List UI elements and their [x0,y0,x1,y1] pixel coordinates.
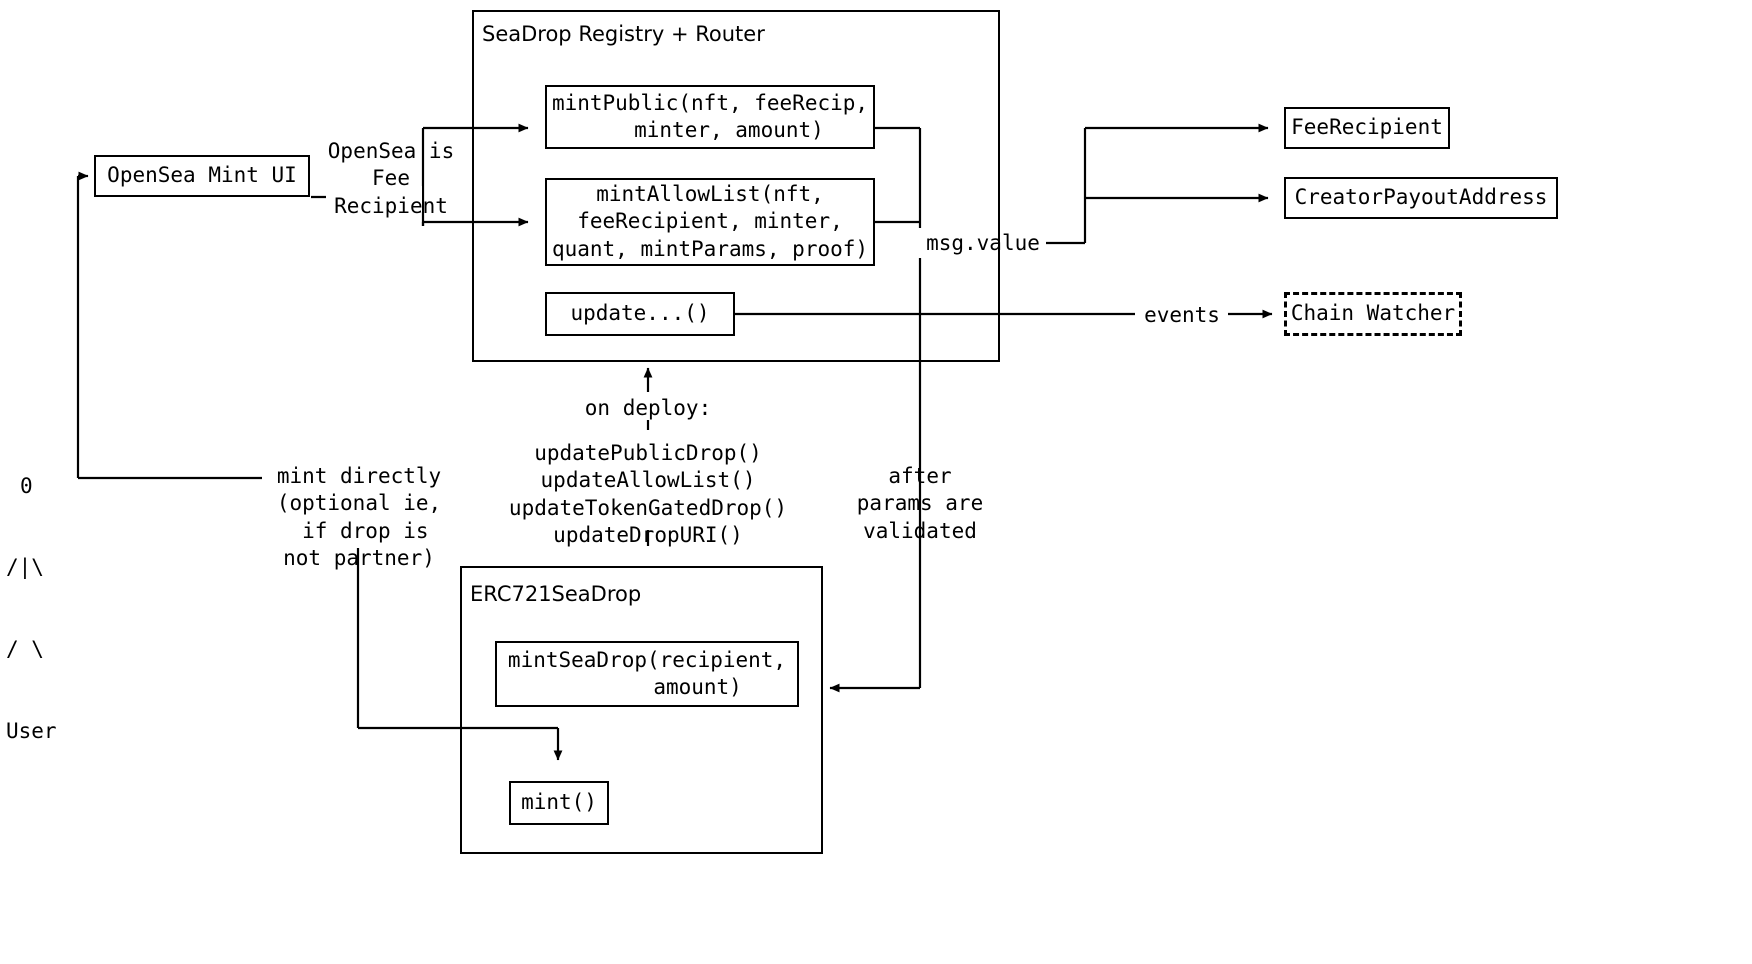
container-erc721-seadrop [460,566,823,854]
container-seadrop-registry-router [472,10,1000,362]
label-gap-mask-top [326,140,418,162]
edge-label-msg-value: msg.value [926,231,1040,255]
edge-label-mint-directly: mint directly (optional ie, if drop is n… [276,464,442,570]
box-update-fn[interactable]: update...() [545,292,735,336]
user-head: 0 [20,473,33,498]
box-mint-public[interactable]: mintPublic(nft, feeRecip, minter, amount… [545,85,875,149]
box-mint-fn[interactable]: mint() [509,781,609,825]
events-gap-mask [1138,300,1226,328]
box-fee-recipient[interactable]: FeeRecipient [1284,107,1450,149]
box-mint-seadrop[interactable]: mintSeaDrop(recipient, amount) [495,641,799,707]
user-arms: /|\ [6,555,44,580]
edge-label-events: events [1144,303,1220,327]
msgvalue-gap-mask [916,228,1046,258]
edge-label-after-params-validated: after params are validated [856,464,984,543]
edge-label-opensea-is-fee-recipient: OpenSea is Fee Recipient [327,139,455,218]
user-label: User [6,719,57,744]
box-mint-allowlist[interactable]: mintAllowList(nft, feeRecipient, minter,… [545,178,875,266]
label-gap-mask-bottom [326,186,422,212]
box-chain-watcher[interactable]: Chain Watcher [1284,292,1462,336]
actor-user: 0 /|\ / \ User [6,418,57,800]
ondeploy-gap-mask [600,392,700,420]
user-legs: / \ [6,637,44,662]
edge-label-on-deploy-calls: updatePublicDrop() updateAllowList() upd… [508,441,788,547]
edge-label-on-deploy: on deploy: [584,396,712,420]
erc721-seadrop-title: ERC721SeaDrop [470,582,642,606]
box-creator-payout-address[interactable]: CreatorPayoutAddress [1284,177,1558,219]
seadrop-registry-router-title: SeaDrop Registry + Router [482,22,765,46]
mintdirectly-gap-mask [262,464,448,490]
box-opensea-mint-ui[interactable]: OpenSea Mint UI [94,155,310,197]
